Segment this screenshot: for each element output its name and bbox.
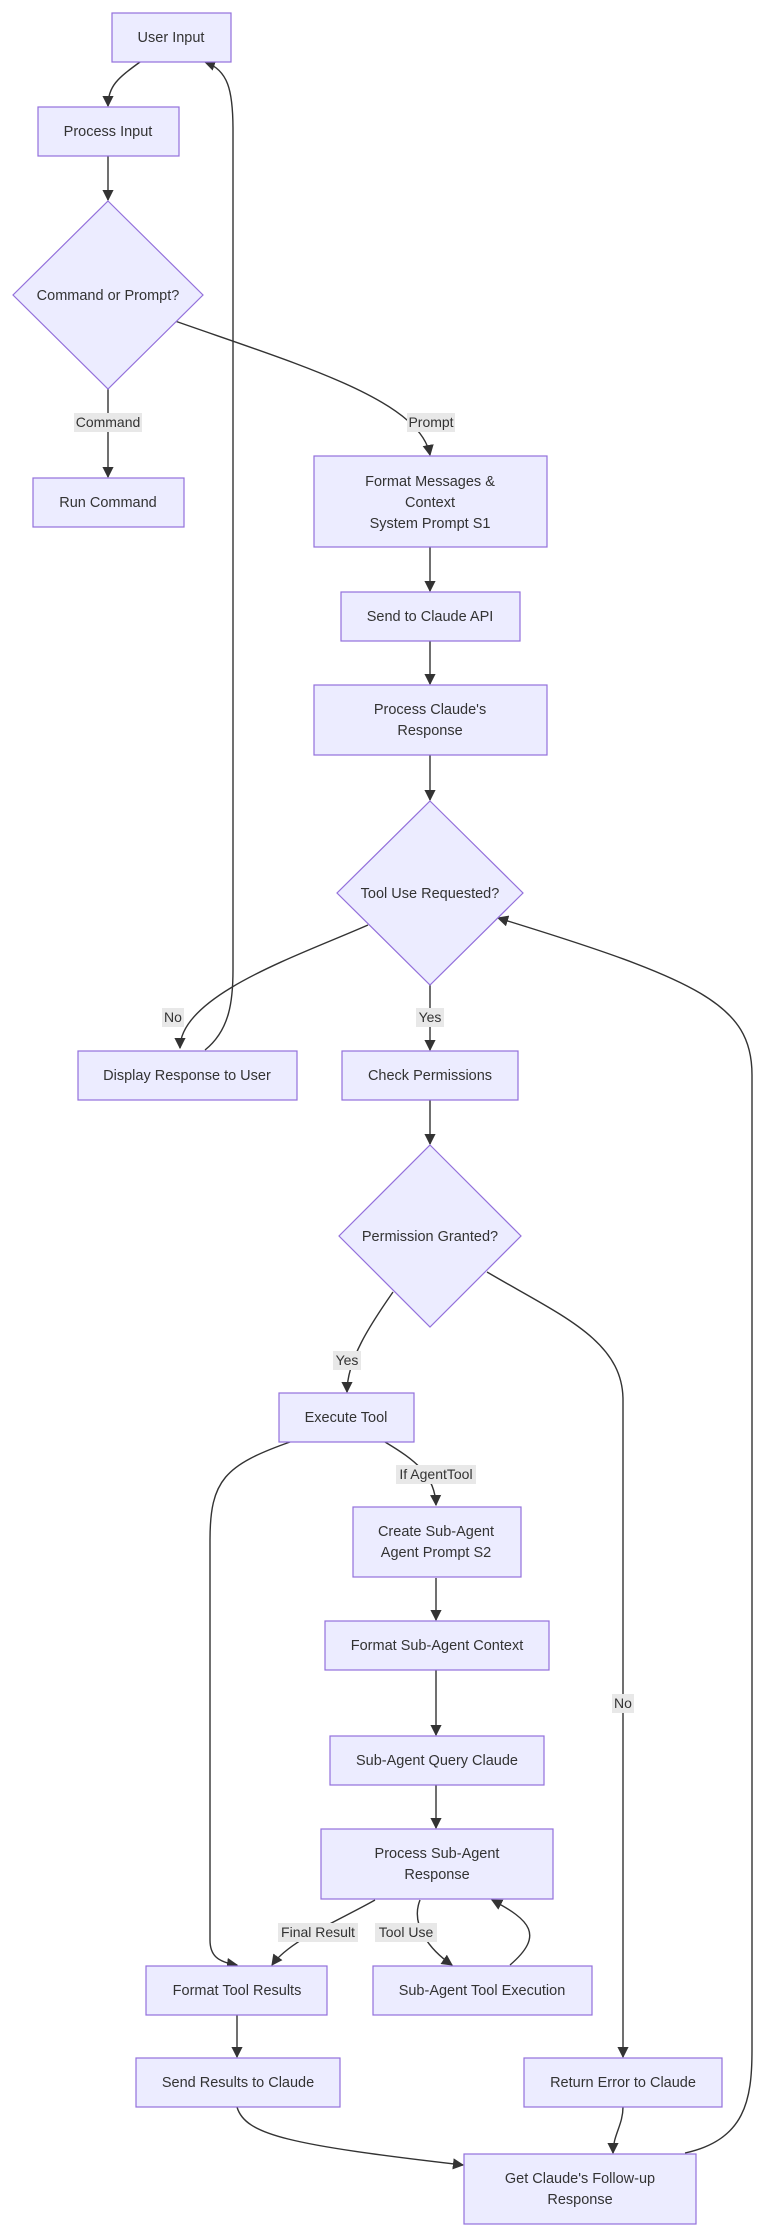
edge-label-yes-permission: Yes (333, 1351, 361, 1370)
edge-label-no-display: No (162, 1008, 184, 1027)
node-create-sub-agent: Create Sub-Agent Agent Prompt S2 (352, 1506, 522, 1578)
edge-label-text: Command (76, 414, 141, 430)
node-label: Run Command (59, 495, 157, 511)
node-sub-agent-query: Sub-Agent Query Claude (329, 1735, 545, 1786)
edge-label-text: Prompt (408, 414, 453, 430)
node-execute-tool: Execute Tool (278, 1392, 415, 1443)
node-label-line-2: Response (547, 2192, 612, 2208)
edge-label-text: If AgentTool (399, 1466, 472, 1482)
node-label: Sub-Agent Tool Execution (399, 1983, 566, 1999)
node-label: Sub-Agent Query Claude (356, 1753, 518, 1769)
decision-command-or-prompt: Command or Prompt? (12, 200, 204, 390)
node-label: Display Response to User (103, 1068, 271, 1084)
node-process-sub-agent-response: Process Sub-Agent Response (320, 1828, 554, 1900)
node-label: Execute Tool (305, 1410, 388, 1426)
node-label-line-3: System Prompt S1 (370, 516, 491, 532)
edge-label-no-permission: No (612, 1694, 634, 1713)
node-label-line-1: Format Messages & (365, 474, 495, 490)
node-label: Format Sub-Agent Context (351, 1638, 523, 1654)
node-format-sub-agent-context: Format Sub-Agent Context (324, 1620, 550, 1671)
node-label: Tool Use Requested? (361, 886, 500, 902)
node-process-input: Process Input (37, 106, 180, 157)
node-send-to-claude-api: Send to Claude API (340, 591, 521, 642)
node-display-response: Display Response to User (77, 1050, 298, 1101)
node-label: Check Permissions (368, 1068, 492, 1084)
node-get-follow-up-response: Get Claude's Follow-up Response (463, 2153, 697, 2225)
edge-user-to-process (102, 61, 141, 108)
edge-sub-tool-execution-to-process-sub (491, 1899, 531, 1966)
node-check-permissions: Check Permissions (341, 1050, 519, 1101)
node-user-input: User Input (111, 12, 232, 63)
decision-tool-use-requested: Tool Use Requested? (336, 800, 524, 986)
edge-label-yes-tool: Yes (416, 1008, 444, 1027)
node-format-messages: Format Messages & Context System Prompt … (313, 455, 548, 548)
edge-label-text: Tool Use (379, 1924, 434, 1940)
edge-label-if-agent-tool: If AgentTool (396, 1465, 476, 1484)
edge-follow-up-to-tool-decision (496, 915, 753, 2154)
node-run-command: Run Command (32, 477, 185, 528)
node-label: Send Results to Claude (162, 2075, 314, 2091)
node-label-line-2: Response (404, 1867, 469, 1883)
node-process-claude-response: Process Claude's Response (313, 684, 548, 756)
node-label: Permission Granted? (362, 1229, 498, 1245)
edge-label-command: Command (74, 413, 142, 432)
decision-permission-granted: Permission Granted? (338, 1144, 522, 1328)
edge-execute-to-format-tool-results (209, 1441, 291, 1970)
node-label-line-1: Create Sub-Agent (378, 1524, 494, 1540)
edge-label-prompt: Prompt (407, 413, 455, 432)
edge-label-text: Yes (419, 1009, 442, 1025)
node-label: Process Input (64, 124, 153, 140)
node-return-error: Return Error to Claude (523, 2057, 723, 2108)
node-label: Command or Prompt? (37, 288, 180, 304)
node-label: Format Tool Results (173, 1983, 302, 1999)
node-label-line-2: Agent Prompt S2 (381, 1545, 491, 1561)
node-label-line-2: Context (405, 495, 455, 511)
node-send-results: Send Results to Claude (135, 2057, 341, 2108)
node-label-line-1: Process Claude's (374, 702, 486, 718)
node-label: Send to Claude API (367, 609, 494, 625)
edge-decision-to-format (174, 320, 434, 457)
edge-label-final-result: Final Result (278, 1923, 358, 1942)
node-label-line-1: Process Sub-Agent (375, 1846, 500, 1862)
edge-tool-decision-to-display (174, 924, 369, 1050)
edge-display-to-user-input (203, 60, 234, 1051)
node-label: Return Error to Claude (550, 2075, 696, 2091)
node-sub-agent-tool-execution: Sub-Agent Tool Execution (372, 1965, 593, 2016)
node-format-tool-results: Format Tool Results (145, 1965, 328, 2016)
edge-label-text: No (164, 1009, 182, 1025)
edge-permission-decision-to-execute (341, 1291, 394, 1394)
edge-label-text: Yes (336, 1352, 359, 1368)
edge-label-tool-use: Tool Use (375, 1923, 437, 1942)
edge-send-results-to-follow-up (236, 2106, 465, 2170)
node-label: User Input (138, 30, 205, 46)
edge-permission-decision-to-return-error (486, 1271, 629, 2059)
edge-label-text: Final Result (281, 1924, 355, 1940)
node-label-line-1: Get Claude's Follow-up (505, 2171, 655, 2187)
edge-label-text: No (614, 1695, 632, 1711)
node-label-line-2: Response (397, 723, 462, 739)
edge-return-error-to-follow-up (607, 2106, 624, 2155)
